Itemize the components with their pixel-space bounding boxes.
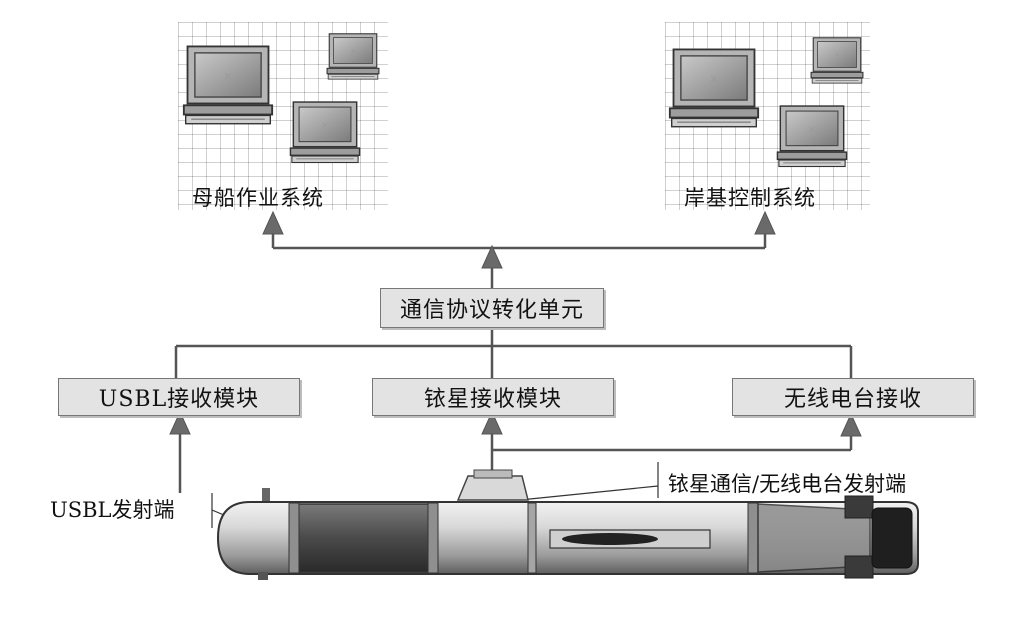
arrow-up-icon	[169, 410, 191, 435]
computer-icon	[289, 101, 361, 164]
arrow-up-icon	[481, 410, 503, 435]
arrow-up-icon	[754, 210, 776, 235]
mother-ship-system-label: 母船作业系统	[192, 186, 324, 210]
usbl-transmitter-callout: USBL发射端	[50, 498, 175, 522]
computer-icon	[668, 48, 760, 128]
computer-icon	[810, 37, 864, 84]
arrow-up-icon	[840, 412, 862, 437]
computer-icon	[776, 105, 848, 168]
usbl-receiver-box: USBL接收模块	[58, 378, 300, 416]
iridium-receiver-box: 铱星接收模块	[372, 378, 614, 416]
iridium-radio-transmitter-callout: 铱星通信/无线电台发射端	[668, 472, 907, 496]
arrowheads	[169, 210, 862, 437]
radio-receiver-box: 无线电台接收	[732, 378, 974, 416]
computer-icon	[326, 33, 380, 80]
computer-icon	[182, 45, 274, 125]
auv-vehicle-illustration	[216, 469, 919, 580]
arrow-up-icon	[481, 244, 503, 269]
protocol-conversion-unit-box: 通信协议转化单元	[380, 288, 604, 328]
shore-control-system-label: 岸基控制系统	[684, 186, 816, 210]
arrow-up-icon	[262, 210, 284, 235]
connector-lines	[174, 232, 853, 493]
